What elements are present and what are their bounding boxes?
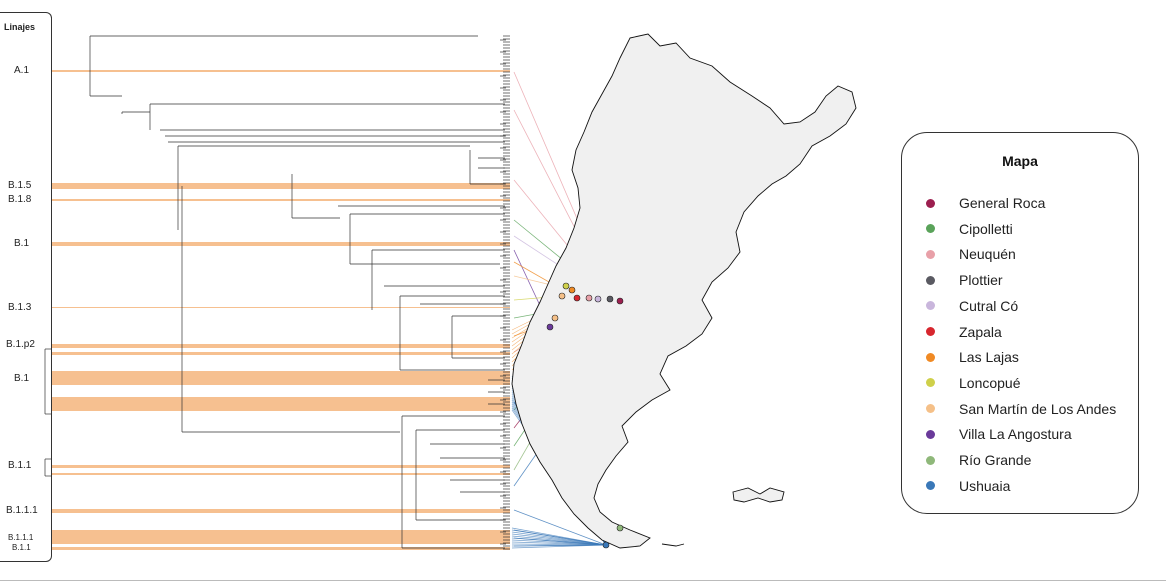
legend-swatch bbox=[926, 327, 935, 336]
legend-swatch bbox=[926, 352, 935, 362]
location-dot bbox=[546, 323, 554, 331]
lineage-label: B.1.3 bbox=[8, 302, 32, 313]
legend-item: Neuquén bbox=[926, 244, 1016, 264]
location-dot bbox=[594, 295, 602, 303]
lineage-label: B.1.5 bbox=[8, 180, 32, 191]
legend-swatch bbox=[926, 455, 935, 465]
location-dot bbox=[585, 294, 593, 302]
legend-label: Villa La Angostura bbox=[959, 426, 1072, 443]
legend-item: Plottier bbox=[926, 270, 1003, 290]
lineage-band bbox=[52, 70, 510, 72]
legend-swatch bbox=[926, 404, 935, 414]
legend-label: Las Lajas bbox=[959, 349, 1019, 366]
legend-label: Zapala bbox=[959, 323, 1002, 340]
legend-title: Mapa bbox=[1002, 153, 1038, 169]
legend-swatch bbox=[926, 378, 935, 388]
location-dot bbox=[602, 541, 610, 549]
lineage-label: B.1.1 bbox=[12, 543, 31, 552]
legend-swatch bbox=[926, 198, 935, 208]
legend-swatch bbox=[926, 429, 935, 439]
lineage-band bbox=[52, 509, 510, 513]
legend-label: General Roca bbox=[959, 195, 1046, 211]
legend-item: Cutral Có bbox=[926, 296, 1018, 316]
legend-item: Cipolletti bbox=[926, 219, 1013, 239]
legend-swatch bbox=[926, 275, 935, 285]
legend-swatch bbox=[926, 224, 935, 234]
legend-item: Río Grande bbox=[926, 450, 1031, 470]
legend-label: San Martín de Los Andes bbox=[959, 400, 1117, 417]
lineages-panel bbox=[0, 12, 52, 562]
lineage-band bbox=[52, 473, 510, 475]
location-link bbox=[511, 544, 607, 549]
legend-label: Neuquén bbox=[959, 246, 1016, 263]
location-dot bbox=[562, 282, 570, 290]
legend-item: Zapala bbox=[926, 322, 1002, 342]
lineage-label: B.1.1.1 bbox=[6, 505, 38, 516]
legend-swatch bbox=[926, 301, 935, 311]
lineage-label: B.1.1 bbox=[8, 460, 32, 471]
lineage-band bbox=[52, 242, 510, 246]
lineages-title: Linajes bbox=[4, 22, 36, 32]
lineage-band bbox=[52, 344, 510, 348]
tierra-del-fuego-tip bbox=[661, 543, 685, 547]
legend-label: Ushuaia bbox=[959, 477, 1011, 494]
location-dot bbox=[573, 294, 581, 302]
bottom-divider bbox=[0, 580, 1166, 581]
lineage-label: B.1.p2 bbox=[6, 339, 35, 350]
location-dot bbox=[568, 286, 576, 294]
location-dot bbox=[616, 524, 624, 532]
falkland-islands bbox=[732, 487, 785, 503]
legend-item: San Martín de Los Andes bbox=[926, 399, 1116, 419]
legend-label: Cutral Có bbox=[959, 297, 1019, 314]
legend-swatch bbox=[926, 481, 935, 491]
lineage-band bbox=[52, 371, 510, 385]
location-dot bbox=[551, 314, 559, 322]
lineage-label: B.1.8 bbox=[8, 194, 32, 205]
lineage-band bbox=[52, 397, 510, 411]
phylogenetic-tree bbox=[44, 35, 510, 550]
legend-label: Plottier bbox=[959, 272, 1003, 289]
lineage-label: B.1 bbox=[14, 238, 30, 249]
location-dot bbox=[606, 295, 614, 303]
argentina-map bbox=[511, 33, 857, 549]
legend-label: Río Grande bbox=[959, 452, 1032, 468]
lineage-band bbox=[52, 465, 510, 468]
lineage-band bbox=[52, 530, 510, 544]
lineage-label: B.1 bbox=[14, 373, 30, 384]
lineage-label: B.1.1.1 bbox=[8, 533, 34, 542]
lineage-band bbox=[52, 352, 510, 355]
legend-label: Loncopué bbox=[959, 374, 1021, 391]
legend-item: Loncopué bbox=[926, 373, 1021, 393]
lineage-band bbox=[52, 547, 510, 550]
location-dots bbox=[546, 282, 624, 549]
location-dot bbox=[558, 292, 566, 300]
lineage-band bbox=[52, 199, 510, 201]
lineage-bands bbox=[52, 70, 510, 550]
legend-item: Las Lajas bbox=[926, 347, 1019, 367]
lineage-band bbox=[52, 307, 510, 308]
location-dot bbox=[616, 297, 624, 305]
location-link bbox=[513, 509, 607, 546]
legend-item: Villa La Angostura bbox=[926, 424, 1072, 444]
lineage-band bbox=[52, 183, 510, 189]
legend-item: General Roca bbox=[926, 193, 1045, 213]
legend-label: Cipolletti bbox=[959, 220, 1013, 237]
legend-swatch bbox=[926, 249, 935, 259]
legend-item: Ushuaia bbox=[926, 476, 1010, 496]
lineage-label: A.1 bbox=[14, 65, 30, 76]
